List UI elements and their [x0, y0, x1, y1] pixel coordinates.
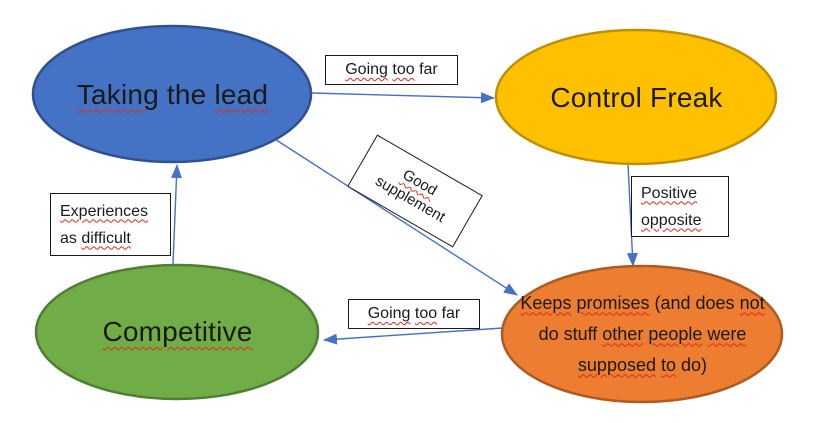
- misspelled-word: promises: [576, 292, 650, 313]
- misspelled-word: difficult: [81, 229, 131, 247]
- node-control-freak-label: Control Freak: [496, 31, 777, 164]
- word: far: [414, 61, 438, 78]
- text-line: Keeps promises (and does not: [520, 288, 764, 319]
- edge-lead-to-control-freak[interactable]: [311, 92, 495, 104]
- misspelled-word: lead: [214, 78, 269, 110]
- edge-competitive-to-lead[interactable]: [170, 164, 182, 265]
- edge-control-freak-to-keeps-promises[interactable]: [626, 163, 638, 267]
- word: (and does: [649, 292, 740, 313]
- node-competitive-label: Competitive: [36, 265, 319, 399]
- misspelled-word: too: [392, 61, 415, 78]
- text-line: do stuff other people were: [539, 319, 747, 350]
- text-line: Control Freak: [550, 82, 722, 114]
- edge-label-going-too-far-top[interactable]: Going too far: [325, 55, 458, 85]
- text-line: Taking the lead: [77, 79, 268, 111]
- misspelled-word: Going: [367, 305, 411, 322]
- edge-keeps-promises-to-competitive[interactable]: [323, 327, 504, 345]
- misspelled-word: Going: [345, 61, 388, 78]
- misspelled-word: people: [648, 323, 703, 344]
- text-line: Positive: [641, 180, 697, 207]
- text-line: Competitive: [102, 316, 252, 348]
- node-keeps-promises-shape[interactable]: [500, 264, 784, 404]
- misspelled-word: too: [414, 305, 438, 322]
- word: Control Freak: [550, 81, 723, 113]
- word: the: [158, 78, 215, 110]
- misspelled-word: were: [707, 323, 747, 344]
- edge-lead-to-keeps-promises[interactable]: [266, 133, 518, 296]
- misspelled-word: opposite: [641, 211, 702, 229]
- text-line: opposite: [641, 207, 702, 234]
- misspelled-word: Competitive: [102, 316, 253, 347]
- word: do): [676, 354, 708, 375]
- misspelled-word: Keeps: [520, 292, 572, 313]
- misspelled-word: Experiences: [60, 202, 149, 220]
- node-control-freak-shape[interactable]: [494, 28, 778, 166]
- word: do stuff: [538, 323, 603, 344]
- text-line: Going too far: [345, 61, 438, 79]
- misspelled-word: other: [602, 323, 644, 344]
- misspelled-word: Positive: [641, 184, 698, 202]
- misspelled-word: Taking: [76, 78, 159, 110]
- word: as: [60, 229, 82, 247]
- text-line: Going too far: [368, 305, 461, 323]
- misspelled-word: supposed: [577, 354, 656, 375]
- node-taking-the-lead-shape[interactable]: [31, 24, 313, 164]
- text-line: as difficult: [60, 225, 131, 252]
- word: far: [437, 305, 461, 322]
- node-competitive-shape[interactable]: [34, 263, 320, 401]
- text-line: supposed to do): [578, 350, 707, 381]
- edge-label-positive-opposite[interactable]: Positive opposite: [631, 176, 729, 237]
- text-line: Experiences: [60, 198, 148, 225]
- edge-label-experiences-as-difficult[interactable]: Experiences as difficult: [50, 193, 171, 256]
- edge-label-going-too-far-bottom[interactable]: Going too far: [348, 299, 480, 329]
- node-taking-the-lead-label: Taking the lead: [33, 27, 312, 162]
- misspelled-word: not: [739, 292, 765, 313]
- misspelled-word: to: [661, 354, 677, 375]
